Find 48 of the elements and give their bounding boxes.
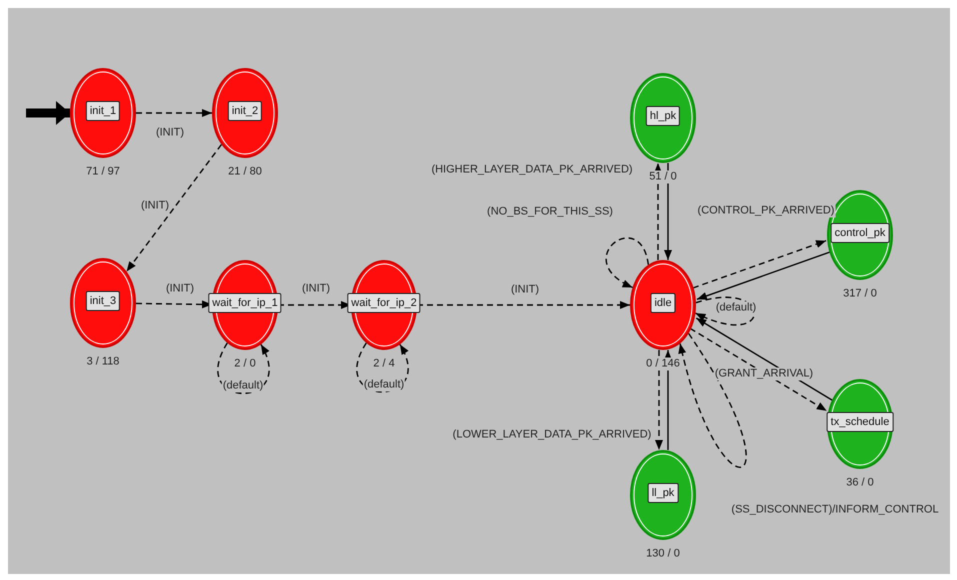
state-circle bbox=[630, 73, 696, 163]
transition-arrow bbox=[690, 328, 828, 412]
edge-label: (GRANT_ARRIVAL) bbox=[714, 368, 814, 380]
self-loop-arrow bbox=[695, 296, 755, 326]
self-loop-arrow bbox=[356, 342, 409, 393]
state-circle bbox=[630, 260, 696, 350]
edge-label: (INIT) bbox=[164, 282, 196, 296]
state-name: idle bbox=[650, 293, 676, 313]
transition-arrow bbox=[655, 350, 663, 450]
self-loop-arrow bbox=[678, 333, 746, 468]
transition-arrow bbox=[664, 350, 672, 450]
state-count: 51 / 0 bbox=[648, 170, 678, 184]
transition-arrow bbox=[26, 101, 70, 125]
edge-label: (SS_DISCONNECT)/INFORM_CONTROL bbox=[730, 504, 940, 516]
state-name: tx_schedule bbox=[826, 412, 894, 432]
state-name: wait_for_ip_1 bbox=[208, 293, 282, 313]
edge-label: (INIT) bbox=[154, 126, 186, 140]
state-name: init_1 bbox=[86, 101, 120, 121]
transition-arrow bbox=[692, 240, 826, 289]
edge-label: (NO_BS_FOR_THIS_SS) bbox=[486, 206, 614, 218]
self-loop-arrow bbox=[606, 237, 650, 288]
state-circle bbox=[70, 258, 136, 348]
state-name: ll_pk bbox=[648, 483, 678, 503]
state-circle bbox=[70, 68, 136, 158]
edge-label: (default) bbox=[714, 302, 758, 314]
edge-label: (CONTROL_PK_ARRIVED) bbox=[696, 204, 836, 218]
edge-label: (INIT) bbox=[510, 284, 540, 296]
state-circle bbox=[212, 68, 278, 158]
transition-arrow bbox=[126, 144, 222, 272]
transition-arrow bbox=[136, 109, 212, 117]
state-name: wait_for_ip_2 bbox=[347, 293, 421, 313]
state-name: hl_pk bbox=[646, 106, 680, 126]
transition-arrow bbox=[664, 163, 672, 260]
edge-label: (default) bbox=[362, 378, 406, 392]
state-name: init_3 bbox=[86, 291, 120, 311]
state-circle bbox=[827, 379, 893, 469]
transition-arrow bbox=[696, 251, 830, 300]
transition-arrow bbox=[654, 163, 662, 260]
edge-label: (INIT) bbox=[140, 200, 170, 212]
edge-label: (HIGHER_LAYER_DATA_PK_ARRIVED) bbox=[430, 164, 634, 176]
state-circle bbox=[630, 450, 696, 540]
state-name: init_2 bbox=[228, 101, 262, 121]
edge-label: (INIT) bbox=[300, 282, 332, 296]
edge-label: (default) bbox=[222, 380, 264, 392]
self-loop-arrow bbox=[217, 342, 270, 394]
state-name: control_pk bbox=[830, 223, 890, 243]
edge-label: (LOWER_LAYER_DATA_PK_ARRIVED) bbox=[452, 428, 652, 442]
state-count: 0 / 146 bbox=[645, 358, 681, 370]
